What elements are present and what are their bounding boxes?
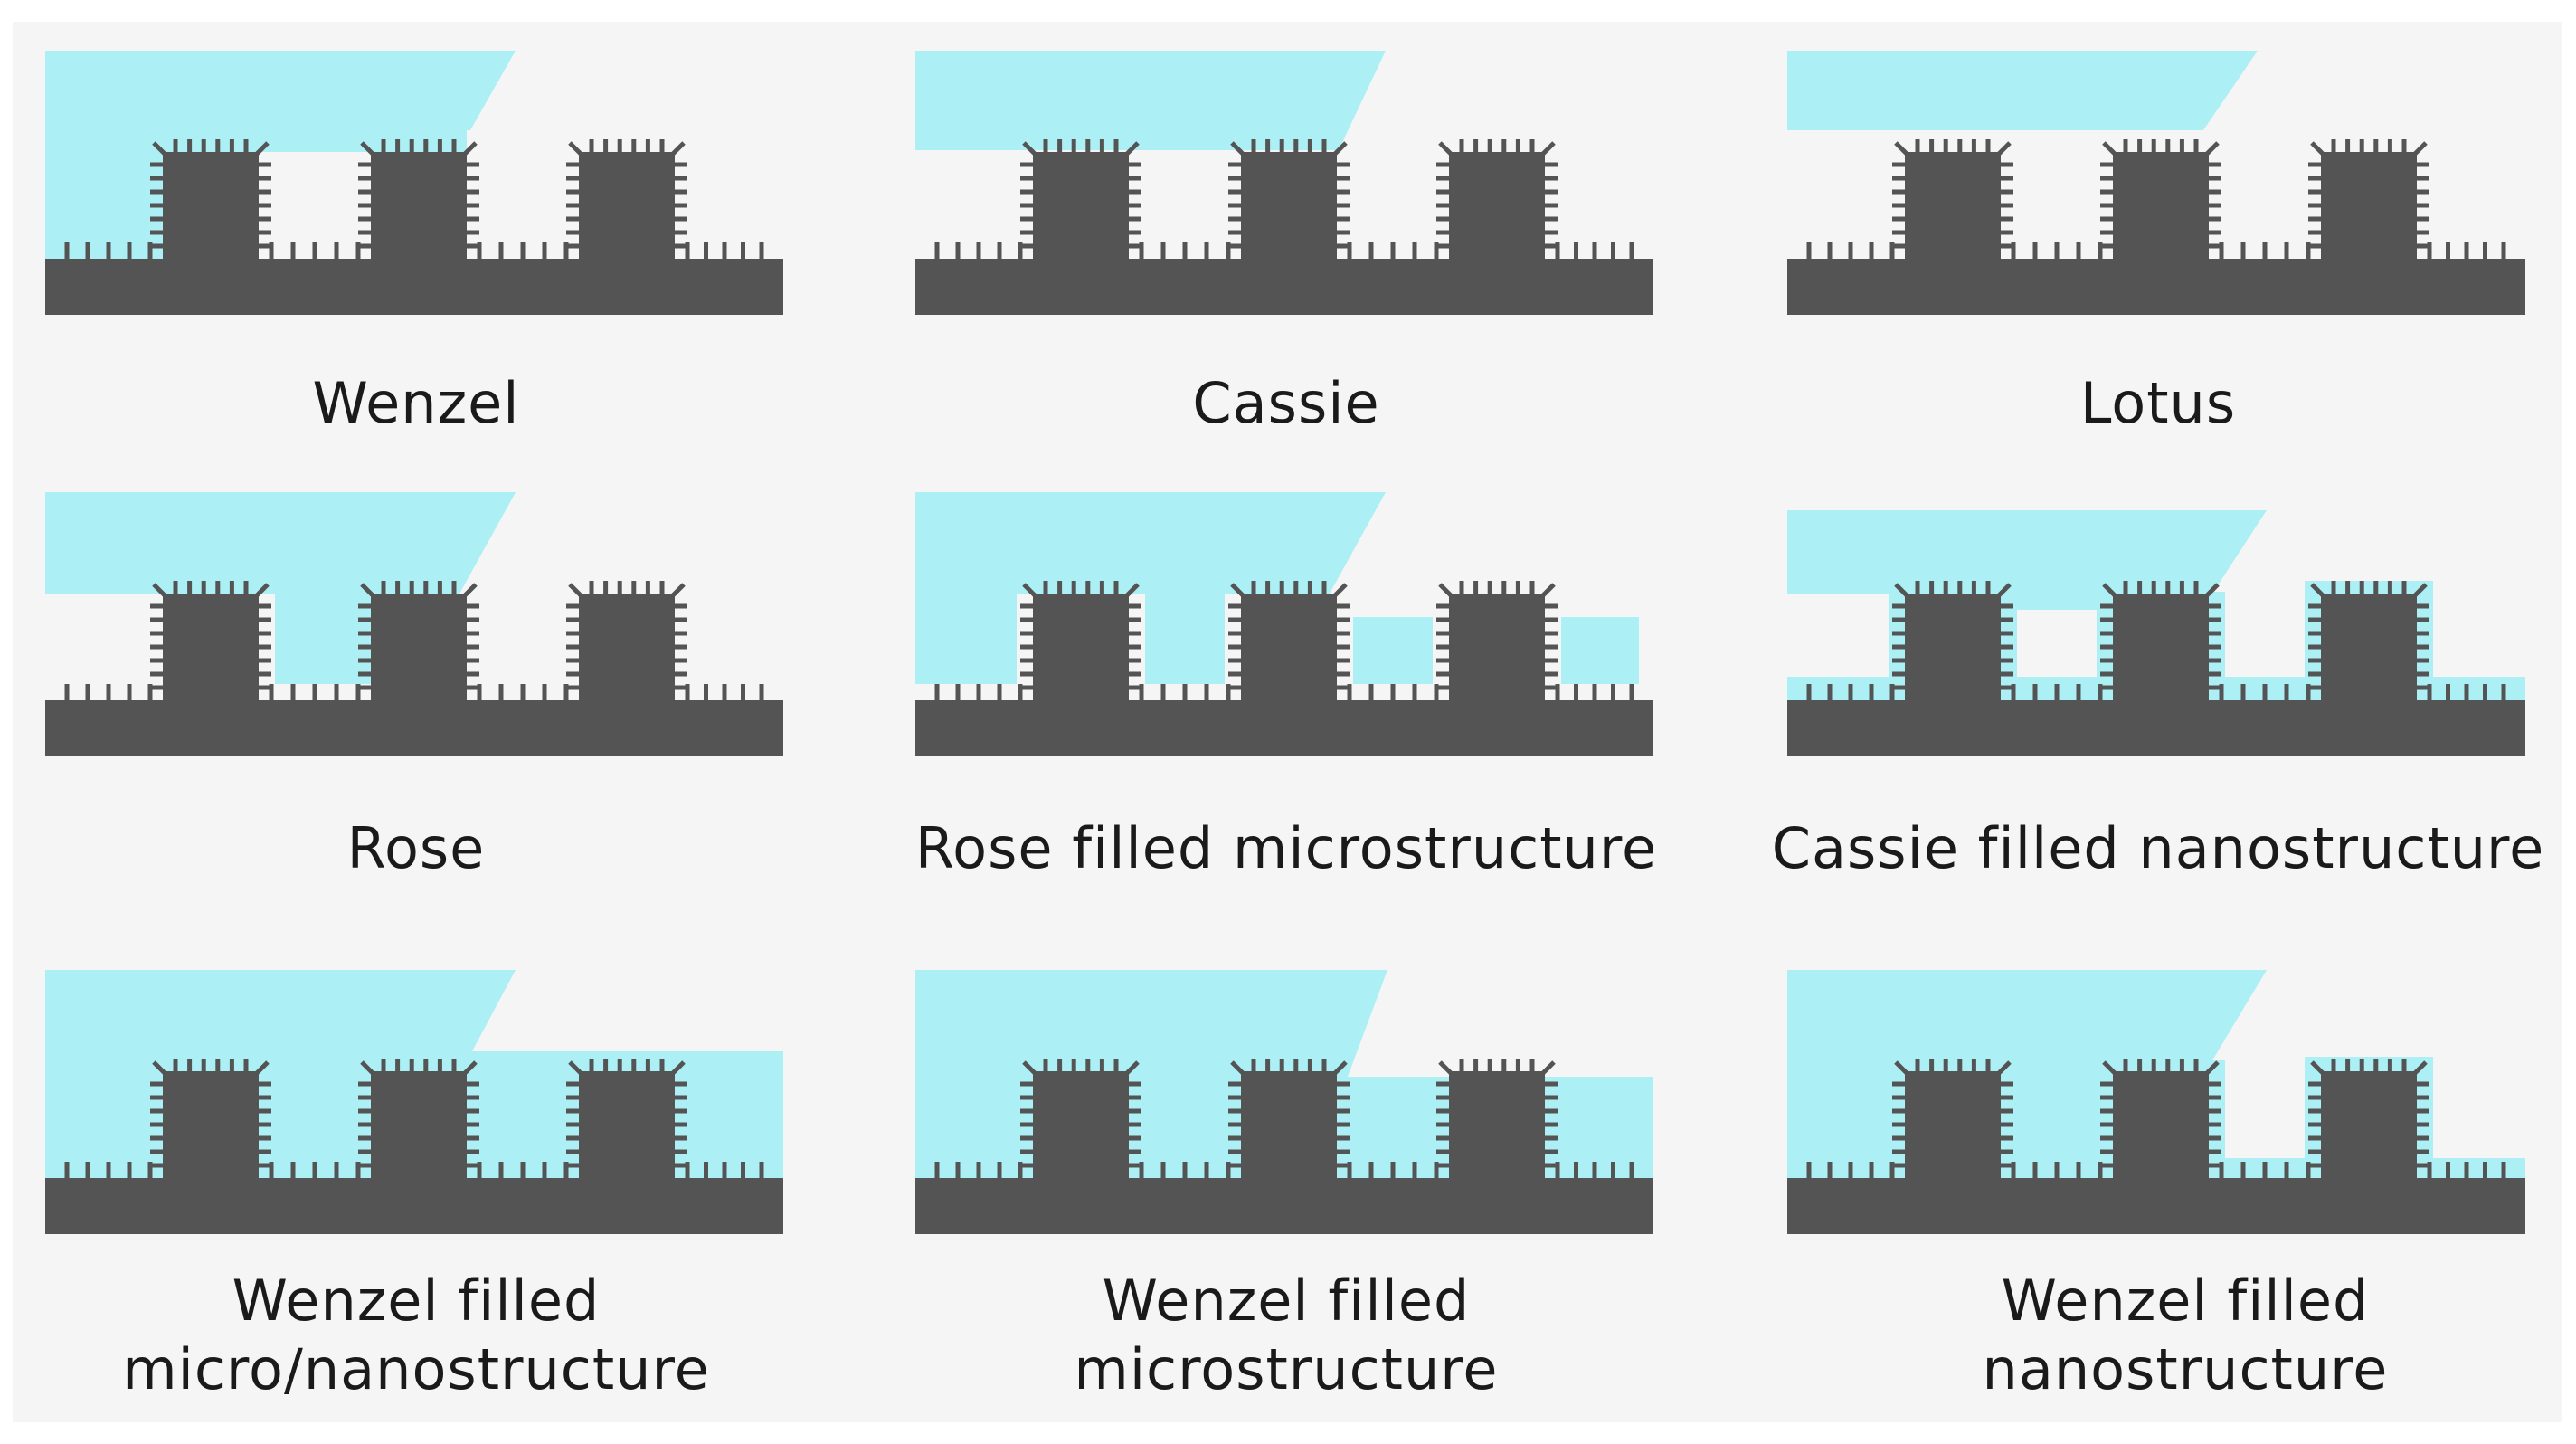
micro-pillar [371,1071,467,1178]
rose-filled-micro-diagram [915,492,1653,756]
state-label: Cassie filled nanostructure [1771,815,2545,881]
micro-pillar [1449,594,1545,700]
micro-pillar [163,152,259,259]
nanostructure-hairs [1806,581,2506,700]
wenzel-filled-micro-diagram [915,970,1653,1234]
state-cell-rose-filled-micro: Rose filled microstructure [915,492,1766,890]
state-label: Cassie [1192,370,1380,436]
wenzel-filled-nano-diagram [1787,970,2525,1234]
state-label: Wenzel filled nanostructure [1982,1268,2389,1402]
water-fill [1561,617,1639,684]
micro-pillar [2113,594,2209,700]
nanostructure-hairs [934,139,1634,259]
state-label: Wenzel filled microstructure [1074,1268,1499,1402]
substrate-base [915,259,1653,315]
state-label: Rose filled microstructure [914,815,1658,881]
micro-pillar [579,1071,675,1178]
substrate-base [1787,700,2525,756]
water-fill [1353,617,1433,684]
nanostructure-hairs [934,1059,1634,1178]
micro-pillar [163,1071,259,1178]
state-cell-cassie: Cassie [915,51,1766,449]
micro-pillar [371,152,467,259]
micro-pillar [2321,152,2417,259]
nanostructure-hairs [1806,139,2506,259]
state-cell-lotus: Lotus [1787,51,2576,449]
micro-pillar [579,152,675,259]
cassie-filled-nano-diagram [1787,510,2525,756]
water-droplet [915,492,1386,594]
state-cell-cassie-filled-nano: Cassie filled nanostructure [1772,492,2576,890]
rose-diagram [45,492,783,756]
substrate-base [45,700,783,756]
nanostructure-hairs [934,581,1634,700]
micro-pillar [1905,594,2001,700]
substrate-base [45,259,783,315]
water-droplet [45,492,516,684]
nanostructure-hairs [64,581,764,700]
micro-pillar [2113,152,2209,259]
nanostructure-hairs [64,1059,764,1178]
substrate-base [1787,259,2525,315]
water-droplet [1787,51,2258,130]
state-cell-rose: Rose [45,492,895,890]
water-droplet [915,51,1386,150]
diagram-panel: Wenzel Cassie Lotus Rose Rose filled mic… [13,22,2562,1422]
micro-pillar [1033,1071,1129,1178]
micro-pillar [1241,152,1337,259]
substrate-base [1787,1178,2525,1234]
state-cell-wenzel: Wenzel [45,51,895,449]
micro-pillar [1033,594,1129,700]
water-fill [2017,592,2097,610]
water-fill [2305,581,2433,595]
water-fill [915,492,1017,684]
micro-pillar [1449,152,1545,259]
micro-pillar [1241,594,1337,700]
micro-pillar [2113,1071,2209,1178]
water-droplet [1787,510,2267,594]
state-cell-wenzel-filled-micronano: Wenzel filled micro/nanostructure [45,970,895,1422]
micro-pillar [371,594,467,700]
micro-pillar [1905,152,2001,259]
micro-pillar [2321,594,2417,700]
state-label: Lotus [2079,370,2237,436]
micro-pillar [1905,1071,2001,1178]
nanostructure-hairs [64,139,764,259]
micro-pillar [1241,1071,1337,1178]
micro-pillar [1449,1071,1545,1178]
substrate-base [45,1178,783,1234]
state-label: Wenzel filled micro/nanostructure [122,1268,710,1402]
state-cell-wenzel-filled-nano: Wenzel filled nanostructure [1787,970,2576,1422]
state-label: Wenzel [312,370,520,436]
cassie-diagram [915,51,1653,315]
micro-pillar [2321,1071,2417,1178]
nanostructure-hairs [1806,1059,2506,1178]
state-cell-wenzel-filled-micro: Wenzel filled microstructure [915,970,1766,1422]
wenzel-filled-micronano-diagram [45,970,783,1234]
water-fill [2417,1158,2525,1178]
micro-pillar [1033,152,1129,259]
substrate-base [915,1178,1653,1234]
micro-pillar [163,594,259,700]
micro-pillar [579,594,675,700]
lotus-diagram [1787,51,2525,315]
substrate-base [915,700,1653,756]
wenzel-diagram [45,51,783,315]
state-label: Rose [346,815,486,881]
